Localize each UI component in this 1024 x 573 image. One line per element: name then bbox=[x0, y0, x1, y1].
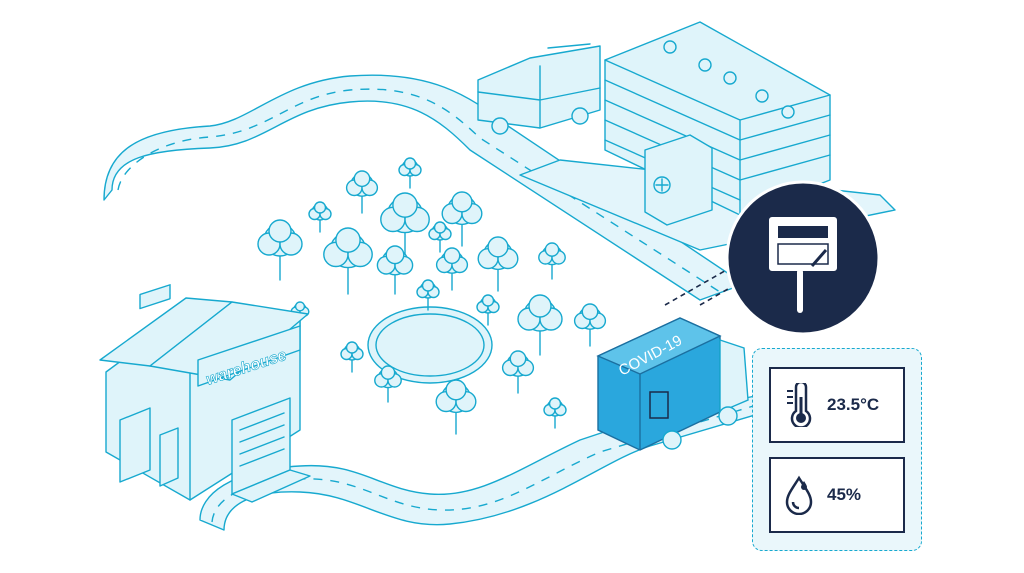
tree bbox=[435, 379, 477, 435]
tree bbox=[538, 242, 566, 280]
covid-truck: COVID-19 bbox=[596, 317, 749, 451]
tree bbox=[380, 192, 430, 260]
sensor-link bbox=[664, 267, 736, 306]
tree bbox=[376, 245, 414, 295]
temperature-card: 23.5°C bbox=[769, 367, 905, 443]
thermometer-icon bbox=[771, 383, 827, 427]
tree bbox=[543, 397, 567, 429]
tree bbox=[398, 157, 422, 189]
pond bbox=[367, 306, 493, 384]
tree bbox=[428, 221, 452, 253]
sensor-device bbox=[725, 180, 881, 336]
tree bbox=[435, 247, 469, 291]
water-drop-icon bbox=[771, 475, 827, 515]
hospital-building bbox=[604, 21, 831, 226]
tree bbox=[517, 294, 563, 356]
trees bbox=[257, 157, 607, 435]
tree bbox=[308, 201, 332, 233]
tree bbox=[416, 279, 440, 311]
humidity-value: 45% bbox=[827, 485, 862, 504]
tree bbox=[441, 191, 483, 247]
tree bbox=[501, 350, 535, 394]
tree bbox=[374, 365, 402, 403]
ambulance bbox=[477, 43, 601, 135]
tree bbox=[345, 170, 379, 214]
humidity-card: 45% bbox=[769, 457, 905, 533]
tree bbox=[340, 341, 364, 373]
warehouse-building: warehouse bbox=[99, 284, 311, 503]
temperature-value: 23.5°C bbox=[827, 395, 880, 414]
tree bbox=[323, 227, 373, 295]
tree bbox=[477, 236, 519, 292]
tree bbox=[573, 303, 607, 347]
tree bbox=[476, 294, 500, 326]
sensor-readings-panel: 23.5°C 45% bbox=[752, 348, 922, 551]
tree bbox=[257, 219, 303, 281]
